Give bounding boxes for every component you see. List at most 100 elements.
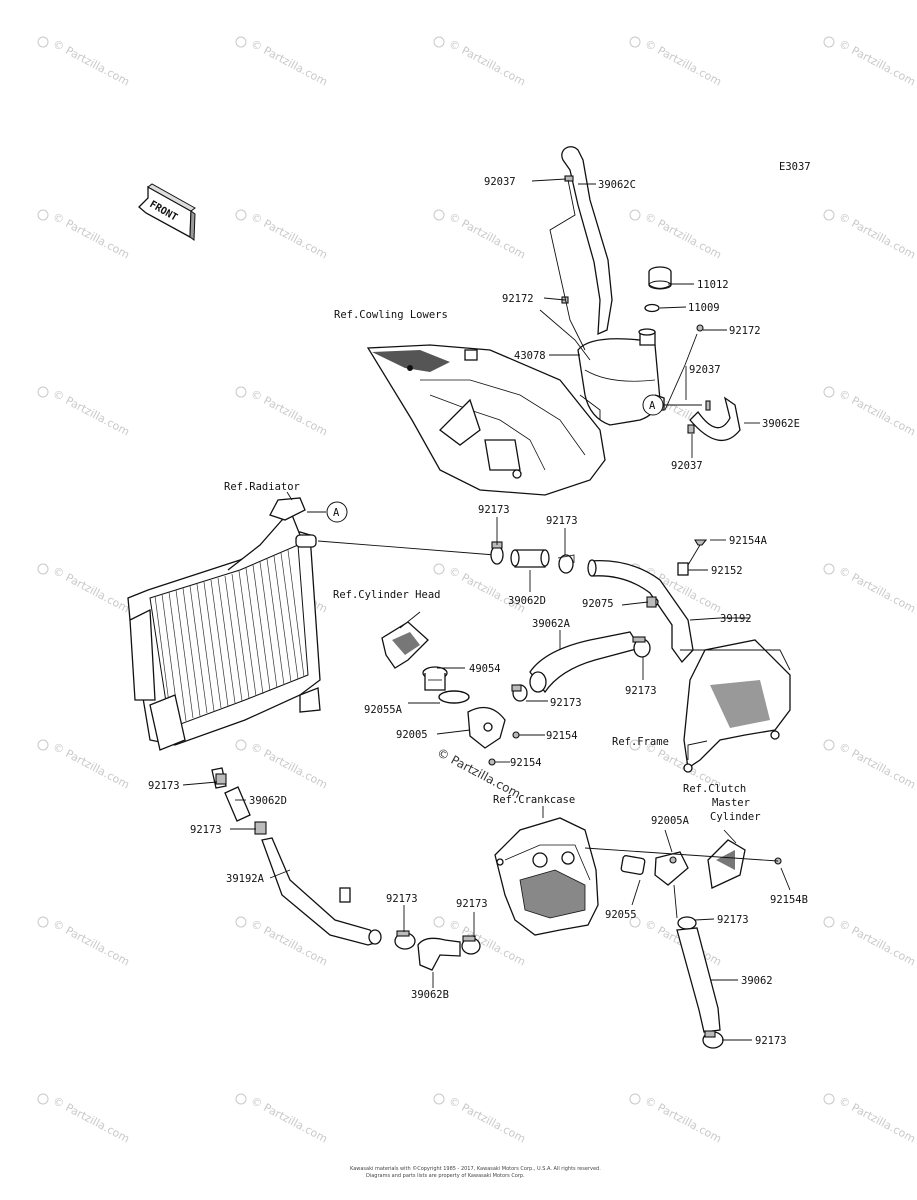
callout-92173-e: 92173 xyxy=(148,780,180,792)
callout-92173-h: 92173 xyxy=(456,898,488,910)
watermark: © Partzilla.com xyxy=(629,36,724,89)
ref-clutch-1: Ref.Clutch xyxy=(683,783,746,795)
hose-clamp-92173-c xyxy=(632,636,651,658)
svg-text:© Partzilla.com: © Partzilla.com xyxy=(51,564,132,615)
cowling-lowers xyxy=(366,344,606,496)
ref-circle-a-label: A xyxy=(333,507,340,519)
hose-clamp-92173-g xyxy=(394,930,416,950)
thermostat-49054 xyxy=(422,666,448,691)
watermark: © Partzilla.com xyxy=(235,209,330,262)
o-ring-92055A xyxy=(438,690,470,704)
callout-92037-low: 92037 xyxy=(671,460,703,472)
ref-circle-a-2: A xyxy=(642,394,664,416)
callout-92152: 92152 xyxy=(711,565,743,577)
hose-clamp-92173-b xyxy=(557,554,575,574)
watermark: © Partzilla.com xyxy=(37,1093,132,1146)
callout-92154A: 92154A xyxy=(729,535,768,547)
bolt-92154A xyxy=(687,539,708,566)
callout-11009: 11009 xyxy=(688,302,720,314)
fitting-92005A xyxy=(654,851,689,886)
center-watermark-text: © Partzilla.com xyxy=(435,745,523,801)
hose-39062 xyxy=(676,927,721,1033)
svg-text:© Partzilla.com: © Partzilla.com xyxy=(837,37,917,88)
svg-text:© Partzilla.com: © Partzilla.com xyxy=(447,210,528,261)
hose-39062D-low xyxy=(224,786,251,822)
callout-92037-mid: 92037 xyxy=(689,364,721,376)
bolt-92075 xyxy=(646,596,657,608)
watermark: © Partzilla.com xyxy=(823,36,917,89)
callout-92005A: 92005A xyxy=(651,815,690,827)
ref-frame: Ref.Frame xyxy=(612,736,669,748)
watermark: © Partzilla.com xyxy=(433,36,528,89)
callouts: 92037 39062C 11012 11009 92172 92172 Ref… xyxy=(148,176,808,1047)
watermark: © Partzilla.com xyxy=(37,916,132,969)
ref-radiator: Ref.Radiator xyxy=(224,481,300,493)
watermark: © Partzilla.com xyxy=(433,563,528,616)
radiator xyxy=(127,497,321,789)
bolt-92154-b xyxy=(488,758,496,766)
watermark: © Partzilla.com xyxy=(235,1093,330,1146)
seal-11009 xyxy=(644,303,660,313)
svg-text:© Partzilla.com: © Partzilla.com xyxy=(51,740,132,791)
callout-39062D-top: 39062D xyxy=(508,595,546,607)
callout-39062: 39062 xyxy=(741,975,773,987)
svg-text:© Partzilla.com: © Partzilla.com xyxy=(51,387,132,438)
crankcase-ref xyxy=(494,817,599,936)
svg-text:© Partzilla.com: © Partzilla.com xyxy=(447,37,528,88)
thermostat-housing xyxy=(467,706,506,749)
hose-clamp-92173-h xyxy=(461,935,481,955)
watermark: © Partzilla.com xyxy=(37,563,132,616)
watermark: © Partzilla.com xyxy=(823,209,917,262)
watermark: © Partzilla.com xyxy=(629,1093,724,1146)
callout-92173-a: 92173 xyxy=(478,504,510,516)
front-arrow-icon: FRONT xyxy=(138,183,196,241)
watermark: © Partzilla.com xyxy=(433,209,528,262)
watermark: © Partzilla.com xyxy=(823,739,917,792)
watermark: © Partzilla.com xyxy=(37,739,132,792)
gasket-92055 xyxy=(620,855,646,875)
svg-text:© Partzilla.com: © Partzilla.com xyxy=(837,564,917,615)
bolt-92172-right xyxy=(696,324,704,332)
callout-92055A: 92055A xyxy=(364,704,403,716)
svg-text:© Partzilla.com: © Partzilla.com xyxy=(249,740,330,791)
svg-text:© Partzilla.com: © Partzilla.com xyxy=(837,1094,917,1145)
callout-92173-c: 92173 xyxy=(625,685,657,697)
hose-clamp-92173-i xyxy=(677,916,697,930)
callout-92154-a: 92154 xyxy=(546,730,578,742)
callout-92173-d: 92173 xyxy=(550,697,582,709)
watermark: © Partzilla.com xyxy=(823,1093,917,1146)
callout-92173-j: 92173 xyxy=(755,1035,787,1047)
svg-text:© Partzilla.com: © Partzilla.com xyxy=(837,740,917,791)
watermark: © Partzilla.com xyxy=(235,386,330,439)
hose-clamp-92173-d xyxy=(511,684,528,702)
hose-39062C xyxy=(561,146,613,336)
grommet-92152 xyxy=(677,562,689,576)
callout-92037-top: 92037 xyxy=(484,176,516,188)
callout-43078: 43078 xyxy=(514,350,546,362)
callout-92173-g: 92173 xyxy=(386,893,418,905)
callout-49054: 49054 xyxy=(469,663,501,675)
copyright-line-2: Diagrams and parts lists are property of… xyxy=(366,1173,525,1179)
watermark: © Partzilla.com xyxy=(37,386,132,439)
diagram-code: E3037 xyxy=(779,161,811,173)
hose-39062A xyxy=(529,631,642,694)
callout-92154-b: 92154 xyxy=(510,757,542,769)
clutch-master-cylinder-ref xyxy=(707,839,746,889)
svg-text:© Partzilla.com: © Partzilla.com xyxy=(837,917,917,968)
svg-text:© Partzilla.com: © Partzilla.com xyxy=(447,1094,528,1145)
callout-92173-b: 92173 xyxy=(546,515,578,527)
svg-text:© Partzilla.com: © Partzilla.com xyxy=(249,210,330,261)
svg-text:© Partzilla.com: © Partzilla.com xyxy=(643,37,724,88)
hose-clamp-92173-j xyxy=(702,1030,724,1049)
svg-text:© Partzilla.com: © Partzilla.com xyxy=(837,210,917,261)
callout-39062B: 39062B xyxy=(411,989,449,1001)
hose-39062B xyxy=(417,937,461,971)
svg-text:© Partzilla.com: © Partzilla.com xyxy=(837,387,917,438)
svg-text:© Partzilla.com: © Partzilla.com xyxy=(447,564,528,615)
callout-92075: 92075 xyxy=(582,598,614,610)
watermark: © Partzilla.com xyxy=(629,209,724,262)
bolt-92154-a xyxy=(512,731,520,739)
watermark: © Partzilla.com xyxy=(235,739,330,792)
watermark: © Partzilla.com xyxy=(629,916,724,969)
